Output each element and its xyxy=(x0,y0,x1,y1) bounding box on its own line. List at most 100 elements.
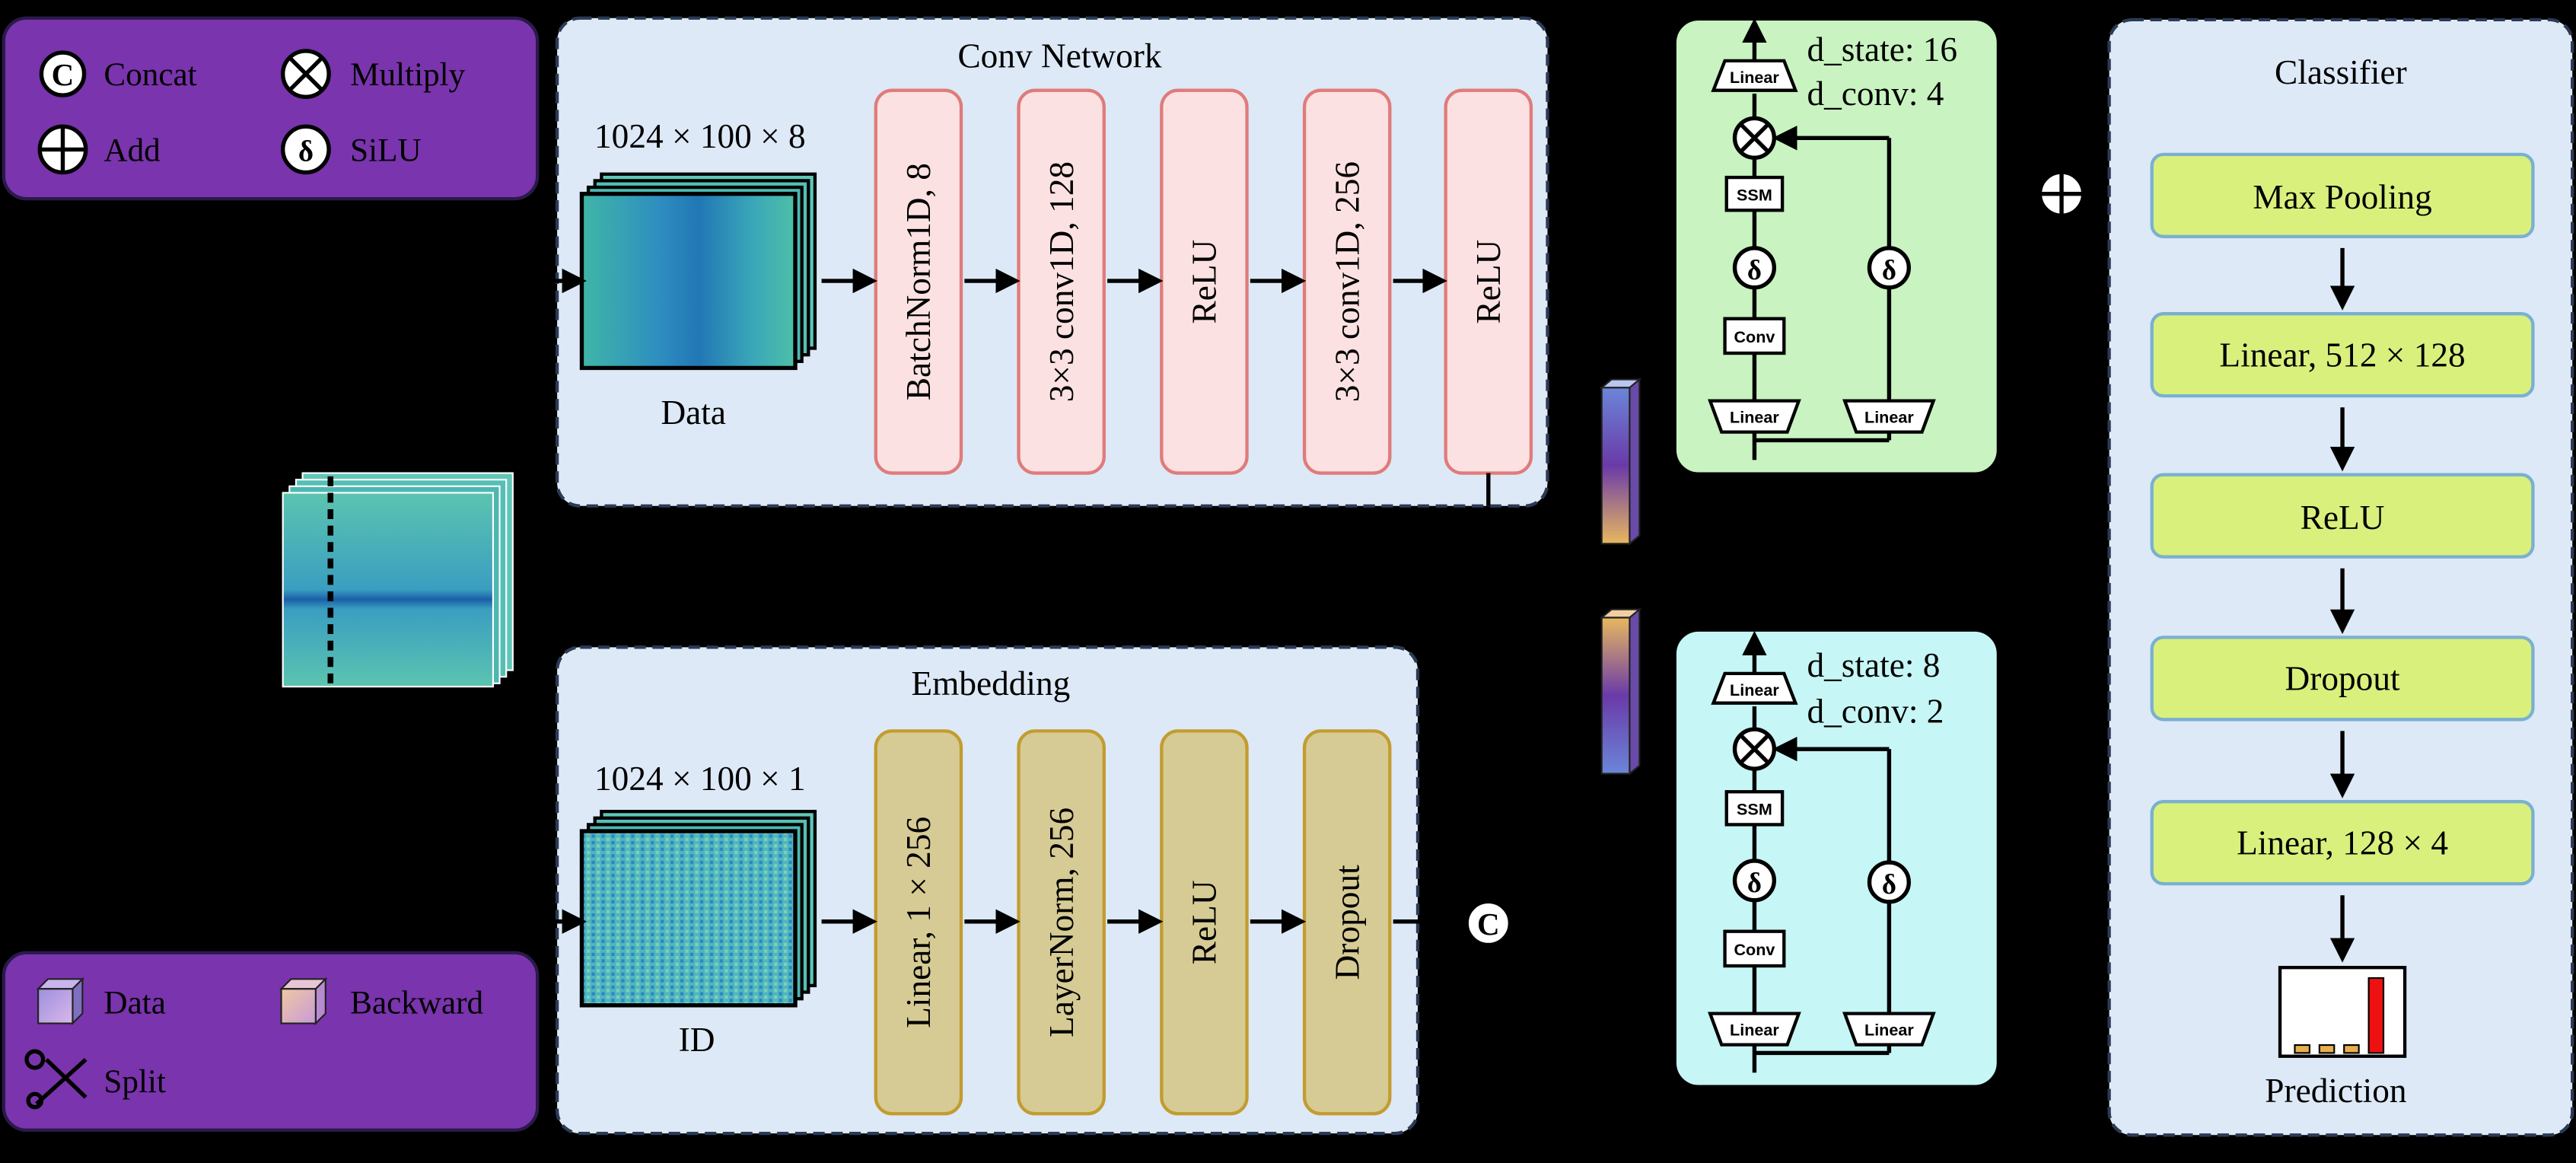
svg-text:Linear: Linear xyxy=(1864,408,1914,427)
conv-layer-2: 3×3 conv1D, 128 xyxy=(1017,88,1106,475)
prediction-bar xyxy=(2318,1044,2336,1054)
prediction-bar xyxy=(2294,1044,2310,1054)
svg-text:Linear, 1 × 256: Linear, 1 × 256 xyxy=(900,817,938,1028)
embedding-layer-2: LayerNorm, 256 xyxy=(1017,729,1106,1116)
mamba-top-linear-right: Linear xyxy=(1842,399,1936,434)
classifier-title: Classifier xyxy=(2275,53,2407,91)
svg-text:Linear, 128 × 4: Linear, 128 × 4 xyxy=(2237,824,2448,862)
legend-multiply-label: Multiply xyxy=(350,57,465,93)
classifier-layer-5: Linear, 128 × 4 xyxy=(2150,800,2535,886)
legend-data-label: Data xyxy=(103,986,165,1021)
backward-sequence-vector xyxy=(1599,607,1642,776)
conv-network-title: Conv Network xyxy=(957,37,1161,75)
svg-text:Linear, 512 × 128: Linear, 512 × 128 xyxy=(2219,336,2465,374)
legend-backward-label: Backward xyxy=(350,986,483,1021)
silu-icon: δ xyxy=(1867,246,1911,290)
mamba-top-state: d_state: 16 xyxy=(1807,30,1957,69)
svg-text:Linear: Linear xyxy=(1730,408,1779,427)
conv-input-tensor xyxy=(579,172,817,371)
svg-text:δ: δ xyxy=(298,135,314,168)
concat-icon xyxy=(39,50,87,97)
svg-text:C: C xyxy=(52,57,75,92)
concat-node: C xyxy=(1465,900,1512,947)
svg-text:Linear: Linear xyxy=(1730,680,1779,699)
multiply-icon xyxy=(1732,116,1777,160)
embedding-input-label: ID xyxy=(679,1021,715,1059)
svg-text:δ: δ xyxy=(1747,254,1762,285)
multiply-icon xyxy=(1732,727,1777,771)
conv-layer-5: ReLU xyxy=(1444,88,1533,475)
mamba-top-conv-block: Conv xyxy=(1723,317,1786,355)
svg-text:SSM: SSM xyxy=(1737,799,1772,818)
classifier-layer-3: ReLU xyxy=(2150,473,2535,559)
embedding-title: Embedding xyxy=(911,664,1070,703)
silu-icon: δ xyxy=(1867,860,1911,904)
mamba-top-ssm: SSM xyxy=(1724,175,1785,212)
svg-text:Max Pooling: Max Pooling xyxy=(2253,178,2431,216)
mamba-block-bottom: d_state: 8 d_conv: 2 Linear xyxy=(1674,629,1998,1087)
legend-add-label: Add xyxy=(103,133,161,169)
prediction-chart xyxy=(2278,966,2407,1058)
mamba-bottom-state: d_state: 8 xyxy=(1807,646,1940,684)
mamba-bottom-conv: d_conv: 2 xyxy=(1807,693,1944,731)
silu-icon: δ xyxy=(1732,246,1777,290)
backward-cube-icon xyxy=(279,977,328,1026)
mamba-top-linear-out: Linear xyxy=(1711,59,1798,92)
svg-text:ReLU: ReLU xyxy=(2301,499,2385,537)
data-cube-icon xyxy=(36,977,84,1026)
svg-text:Dropout: Dropout xyxy=(1328,865,1366,980)
svg-text:Dropout: Dropout xyxy=(2285,659,2400,697)
mamba-bottom-ssm: SSM xyxy=(1724,790,1785,827)
svg-text:Linear: Linear xyxy=(1864,1021,1914,1040)
embedding-input-tensor xyxy=(579,809,817,1008)
embedding-layer-4: Dropout xyxy=(1302,729,1392,1116)
svg-text:Linear: Linear xyxy=(1730,68,1779,87)
svg-text:δ: δ xyxy=(1882,868,1896,900)
svg-text:LayerNorm, 256: LayerNorm, 256 xyxy=(1043,808,1081,1037)
embedding-layer-3: ReLU xyxy=(1160,729,1249,1116)
conv-layer-1: BatchNorm1D, 8 xyxy=(874,88,963,475)
svg-text:BatchNorm1D, 8: BatchNorm1D, 8 xyxy=(900,163,938,400)
embedding-panel: Embedding 1024 × 100 × 1 ID Linear, 1 × … xyxy=(536,645,1426,1136)
conv-arrows xyxy=(536,268,1491,506)
prediction-bar xyxy=(2343,1044,2360,1054)
svg-text:δ: δ xyxy=(1747,867,1762,898)
conv-input-shape: 1024 × 100 × 8 xyxy=(594,117,806,155)
add-icon xyxy=(37,124,88,175)
legend-split-label: Split xyxy=(103,1064,166,1100)
mamba-bottom-linear-right: Linear xyxy=(1842,1012,1936,1047)
classifier-layer-2: Linear, 512 × 128 xyxy=(2150,312,2535,398)
mamba-bottom-conv-block: Conv xyxy=(1723,929,1786,968)
mamba-top-conv: d_conv: 4 xyxy=(1807,75,1944,113)
conv-network-panel: Conv Network 1024 × 100 × 8 Data BatchNo… xyxy=(536,16,1549,508)
scissors-icon xyxy=(24,1049,88,1110)
legend-operations: C Concat Multiply Add δ SiLU xyxy=(2,16,540,201)
legend-silu-label: SiLU xyxy=(350,133,422,169)
svg-text:ReLU: ReLU xyxy=(1469,240,1508,324)
svg-text:SSM: SSM xyxy=(1737,185,1772,204)
classifier-layer-4: Dropout xyxy=(2150,636,2535,722)
svg-text:3×3 conv1D, 256: 3×3 conv1D, 256 xyxy=(1328,161,1366,402)
mamba-block-top: d_state: 16 d_conv: 4 Linear xyxy=(1674,18,1998,474)
svg-text:3×3 conv1D, 128: 3×3 conv1D, 128 xyxy=(1043,161,1081,402)
classifier-panel: Classifier Max Pooling Linear, 512 × 128… xyxy=(2107,18,2574,1137)
forward-sequence-vector xyxy=(1599,378,1642,546)
silu-icon: δ xyxy=(1732,859,1777,903)
embedding-layer-1: Linear, 1 × 256 xyxy=(874,729,963,1116)
silu-icon xyxy=(280,124,331,175)
conv-input-label: Data xyxy=(661,394,726,432)
prediction-label: Prediction xyxy=(2265,1072,2406,1110)
legend-types: Data Backward Split xyxy=(2,951,540,1132)
legend-concat-label: Concat xyxy=(103,57,196,93)
embedding-input-shape: 1024 × 100 × 1 xyxy=(594,760,806,798)
multiply-icon xyxy=(280,49,331,100)
svg-text:ReLU: ReLU xyxy=(1186,880,1224,964)
svg-text:Conv: Conv xyxy=(1734,940,1775,959)
svg-text:Conv: Conv xyxy=(1734,327,1775,346)
prediction-bar xyxy=(2367,977,2385,1054)
svg-text:ReLU: ReLU xyxy=(1186,240,1224,324)
conv-layer-3: ReLU xyxy=(1160,88,1249,475)
svg-text:C: C xyxy=(1477,907,1500,942)
mamba-bottom-linear-out: Linear xyxy=(1711,671,1798,705)
